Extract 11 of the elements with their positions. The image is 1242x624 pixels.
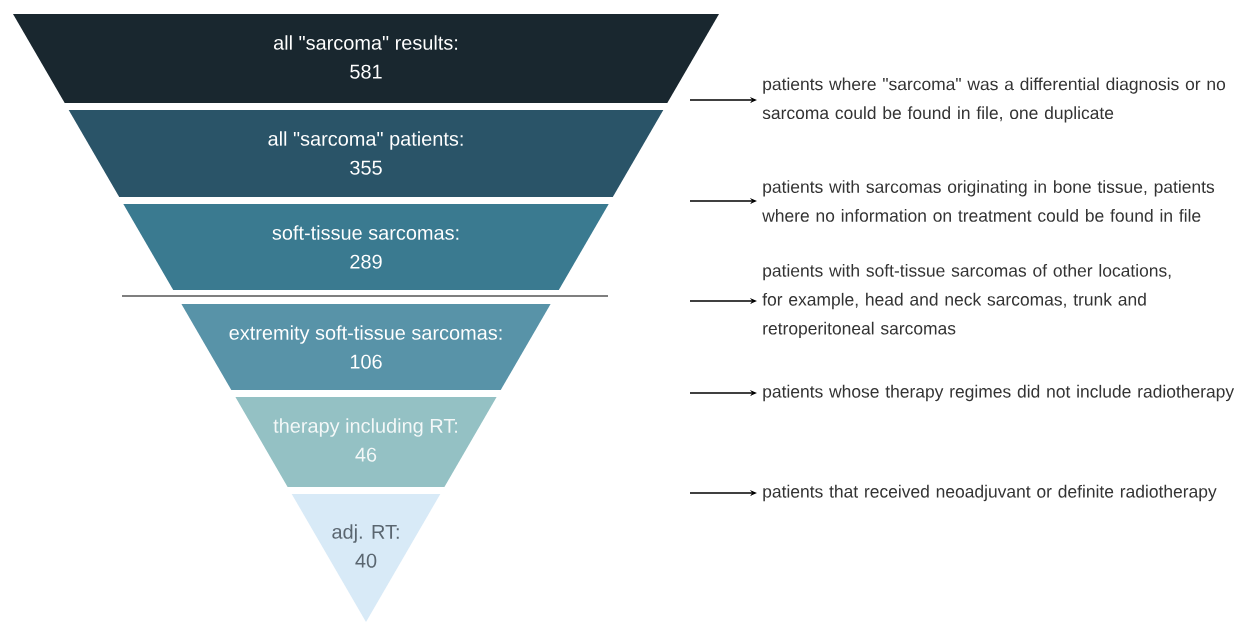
note-text: patients whose therapy regimes did not include radiotherapy — [763, 384, 1235, 402]
funnel-band: extremity soft-tissue sarcomas: 106 — [181, 304, 551, 390]
funnel-band: all "sarcoma" results: 581 — [13, 14, 719, 103]
note-text: patients with sarcomas originating in bone tissue, patients where no information on treatment could be found in file — [762, 180, 1215, 222]
funnel-band: adj. RT: 40 — [291, 494, 441, 622]
note-text: patients that received neoadjuvant or definite radiotherapy — [763, 484, 1217, 502]
funnel-band: soft-tissue sarcomas: 289 — [123, 204, 609, 290]
funnel-band: all "sarcoma" patients: 355 — [68, 110, 664, 197]
funnel-band: therapy including RT: 46 — [235, 397, 497, 487]
note-text: patients with soft-tissue sarcomas of other locations, for example, head and neck sarcomas, trunk and retroperitoneal sarcomas — [762, 263, 1171, 338]
note-text: patients where "sarcoma" was a differential diagnosis or no sarcoma could be found in file, one duplicate — [762, 77, 1226, 123]
